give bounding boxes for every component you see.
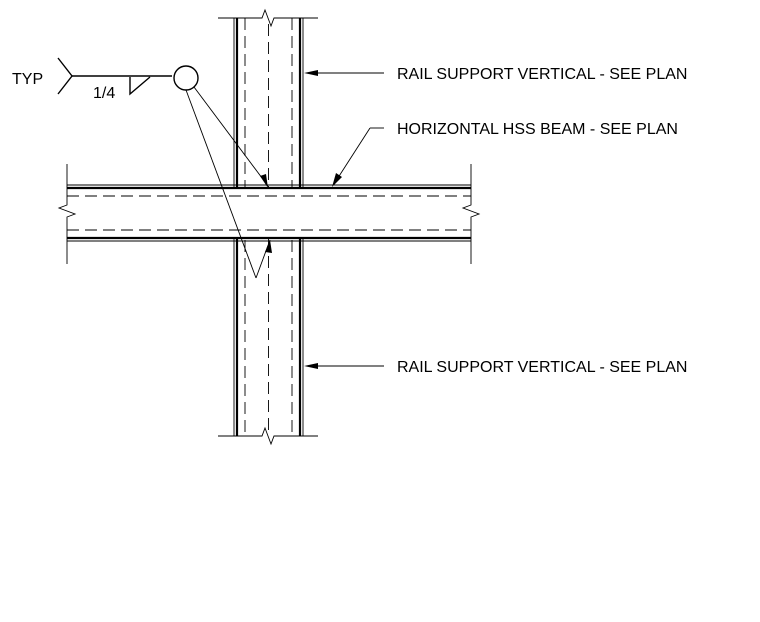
weld-all-around-icon <box>173 65 199 91</box>
rail-support-bottom-label: RAIL SUPPORT VERTICAL - SEE PLAN <box>397 359 687 376</box>
typ-label: TYP <box>12 71 43 88</box>
break-line-right <box>461 164 481 264</box>
horizontal-beam-label: HORIZONTAL HSS BEAM - SEE PLAN <box>397 121 678 138</box>
callout-rail-support-top: RAIL SUPPORT VERTICAL - SEE PLAN <box>304 66 687 83</box>
rail-support-top-label: RAIL SUPPORT VERTICAL - SEE PLAN <box>397 66 687 83</box>
weld-size-label: 1/4 <box>93 85 115 102</box>
break-line-top <box>218 8 318 28</box>
fillet-weld-icon <box>129 76 151 96</box>
rail-support-vertical-lower <box>218 238 318 446</box>
callout-rail-support-bottom: RAIL SUPPORT VERTICAL - SEE PLAN <box>304 359 687 376</box>
break-line-left <box>57 164 77 264</box>
rail-support-vertical-upper <box>218 8 318 188</box>
break-line-bottom <box>218 426 318 446</box>
callout-horizontal-beam: HORIZONTAL HSS BEAM - SEE PLAN <box>332 121 678 187</box>
horizontal-hss-beam <box>57 164 481 264</box>
weld-symbol <box>57 57 272 279</box>
